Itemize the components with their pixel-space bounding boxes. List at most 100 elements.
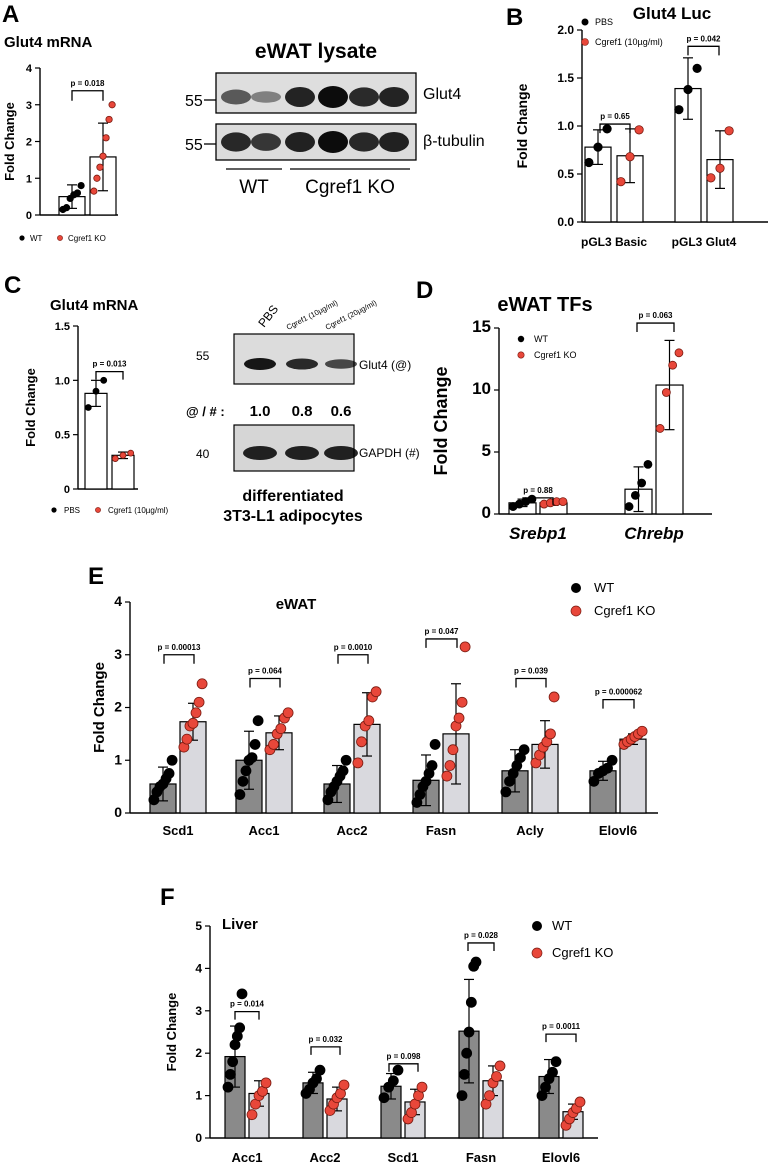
blot-band xyxy=(221,89,251,105)
p-value: p = 0.032 xyxy=(308,1035,343,1044)
data-point xyxy=(674,348,684,358)
data-point xyxy=(459,641,471,653)
data-point xyxy=(715,163,725,173)
data-point xyxy=(637,478,647,488)
y-axis-label: Fold Change xyxy=(2,102,17,181)
data-point xyxy=(99,152,107,160)
category-label: Acc1 xyxy=(231,1150,262,1165)
p-value: p = 0.000062 xyxy=(595,688,643,697)
data-point xyxy=(187,717,199,729)
data-point xyxy=(166,754,178,766)
legend-label: WT xyxy=(594,580,614,595)
lane-label: PBS xyxy=(255,302,281,330)
category-label: Acc2 xyxy=(309,1150,340,1165)
data-point xyxy=(453,712,465,724)
blot-band xyxy=(325,359,357,369)
data-point xyxy=(222,1081,234,1093)
data-point xyxy=(77,182,85,190)
data-point xyxy=(548,691,560,703)
data-point xyxy=(724,126,734,136)
data-point xyxy=(606,754,618,766)
data-point xyxy=(163,768,175,779)
y-tick-label: 3 xyxy=(26,100,32,112)
y-tick-label: 2.0 xyxy=(557,23,574,37)
panel-title: eWAT TFs xyxy=(497,294,592,316)
data-point xyxy=(630,490,640,500)
data-point xyxy=(545,728,556,740)
category-label: Acc1 xyxy=(248,823,279,838)
y-tick-label: 0 xyxy=(26,210,32,222)
data-point xyxy=(119,451,127,459)
significance-bracket xyxy=(545,1033,577,1043)
panel-letter: E xyxy=(88,563,104,590)
data-point xyxy=(547,1066,558,1078)
blot-title: eWAT lysate xyxy=(255,40,377,63)
legend-label: Cgref1 KO xyxy=(68,234,106,243)
y-tick-label: 10 xyxy=(472,379,491,398)
mw-marker: 55 xyxy=(196,349,210,363)
significance-bracket xyxy=(425,638,458,648)
data-point xyxy=(674,105,684,115)
ratio-label: @ / # : xyxy=(186,404,225,419)
significance-bracket xyxy=(249,677,281,688)
p-value: p = 0.013 xyxy=(92,360,127,369)
y-tick-label: 0 xyxy=(114,804,122,820)
data-point xyxy=(246,752,258,764)
legend-label: WT xyxy=(30,234,43,243)
band-label: β-tubulin xyxy=(423,133,485,150)
panel-letter: D xyxy=(416,277,433,304)
blot-band xyxy=(244,358,276,370)
blot-band xyxy=(324,446,358,460)
blot-band xyxy=(221,132,251,152)
data-point xyxy=(429,739,441,750)
y-tick-label: 0 xyxy=(195,1131,202,1145)
data-point xyxy=(550,1056,562,1068)
p-value: p = 0.028 xyxy=(464,931,499,940)
blot-band xyxy=(318,86,348,108)
blot-band xyxy=(379,132,409,152)
data-point xyxy=(100,376,108,384)
y-tick-label: 3 xyxy=(114,646,122,662)
legend-marker xyxy=(57,235,63,241)
panel-letter: F xyxy=(160,884,175,911)
ratio-value: 0.8 xyxy=(292,403,313,420)
data-point xyxy=(470,956,482,968)
data-point xyxy=(196,678,208,690)
blot-band xyxy=(286,358,318,370)
blot-band xyxy=(285,446,319,460)
y-tick-label: 0.0 xyxy=(557,215,574,229)
y-axis-label: Fold Change xyxy=(91,662,108,753)
data-point xyxy=(363,715,375,727)
significance-bracket xyxy=(599,123,631,134)
category-label: Elovl6 xyxy=(542,1150,580,1165)
panel-title: eWAT xyxy=(276,596,317,613)
data-point xyxy=(234,789,246,800)
data-point xyxy=(558,497,568,507)
data-point xyxy=(93,174,101,182)
data-point xyxy=(340,754,352,766)
data-point xyxy=(668,360,678,370)
y-tick-label: 2 xyxy=(26,137,32,149)
ratio-value: 0.6 xyxy=(331,403,352,420)
panel-title: Liver xyxy=(222,916,258,933)
data-point xyxy=(252,715,264,727)
p-value: p = 0.063 xyxy=(638,311,673,320)
p-value: p = 0.0010 xyxy=(334,643,373,652)
y-tick-label: 1 xyxy=(195,1089,202,1103)
data-point xyxy=(456,696,468,708)
y-tick-label: 5 xyxy=(195,919,202,933)
blot-band xyxy=(285,87,315,107)
y-tick-label: 0.5 xyxy=(557,167,574,181)
panel-letter: C xyxy=(4,272,21,299)
data-point xyxy=(444,760,456,771)
band-label: GAPDH (#) xyxy=(359,446,420,460)
p-value: p = 0.039 xyxy=(514,666,549,675)
band-label: Glut4 (@) xyxy=(359,358,411,372)
legend-label: Cgref1 (10µg/ml) xyxy=(108,506,169,515)
mw-marker: 55 xyxy=(185,137,203,154)
data-point xyxy=(282,707,294,719)
data-point xyxy=(500,786,512,798)
